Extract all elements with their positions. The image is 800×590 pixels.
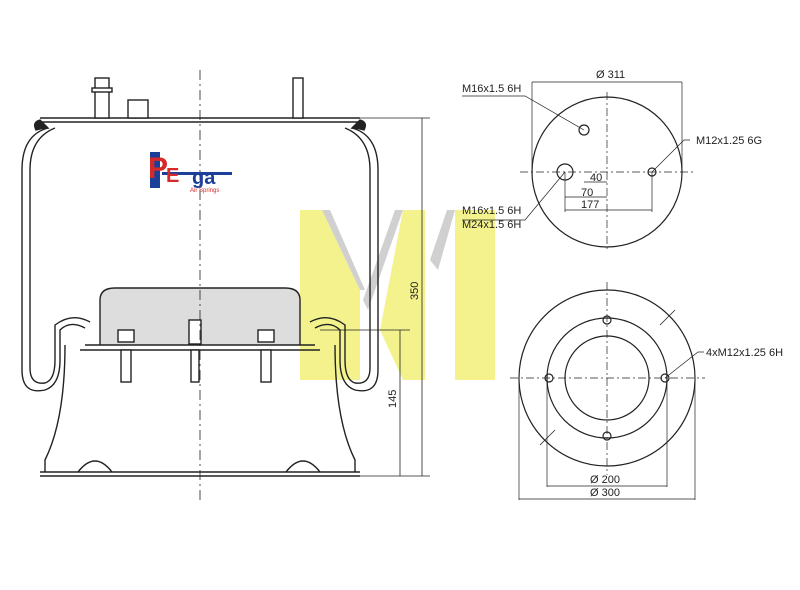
offset-70-label: 70 — [581, 187, 593, 199]
svg-text:ga: ga — [192, 167, 216, 189]
svg-text:E: E — [166, 165, 179, 187]
dim-145-label: 145 — [387, 390, 399, 408]
offset-177-label: 177 — [581, 199, 599, 211]
bottom-inner-diameter-label: Ø 200 — [590, 474, 620, 486]
bolt-pattern-label: 4xM12x1.25 6H — [706, 347, 783, 359]
thread-d-label: M24x1.5 6H — [462, 219, 521, 231]
pega-logo: P ga E Air Springs — [148, 152, 232, 194]
side-view — [21, 70, 379, 500]
dim-350-label: 350 — [409, 282, 421, 300]
thread-c-label: M16x1.5 6H — [462, 205, 521, 217]
svg-text:P: P — [148, 152, 168, 185]
logo-tagline: Air Springs — [190, 188, 219, 194]
side-dimensions — [320, 117, 430, 477]
thread-a-label: M16x1.5 6H — [462, 83, 521, 95]
watermark-logo — [300, 210, 495, 380]
top-diameter-label: Ø 311 — [596, 69, 625, 81]
top-view — [462, 81, 695, 252]
bottom-view — [510, 282, 705, 500]
offset-40-label: 40 — [590, 172, 602, 184]
thread-b-label: M12x1.25 6G — [696, 135, 762, 147]
bottom-outer-diameter-label: Ø 300 — [590, 487, 620, 499]
